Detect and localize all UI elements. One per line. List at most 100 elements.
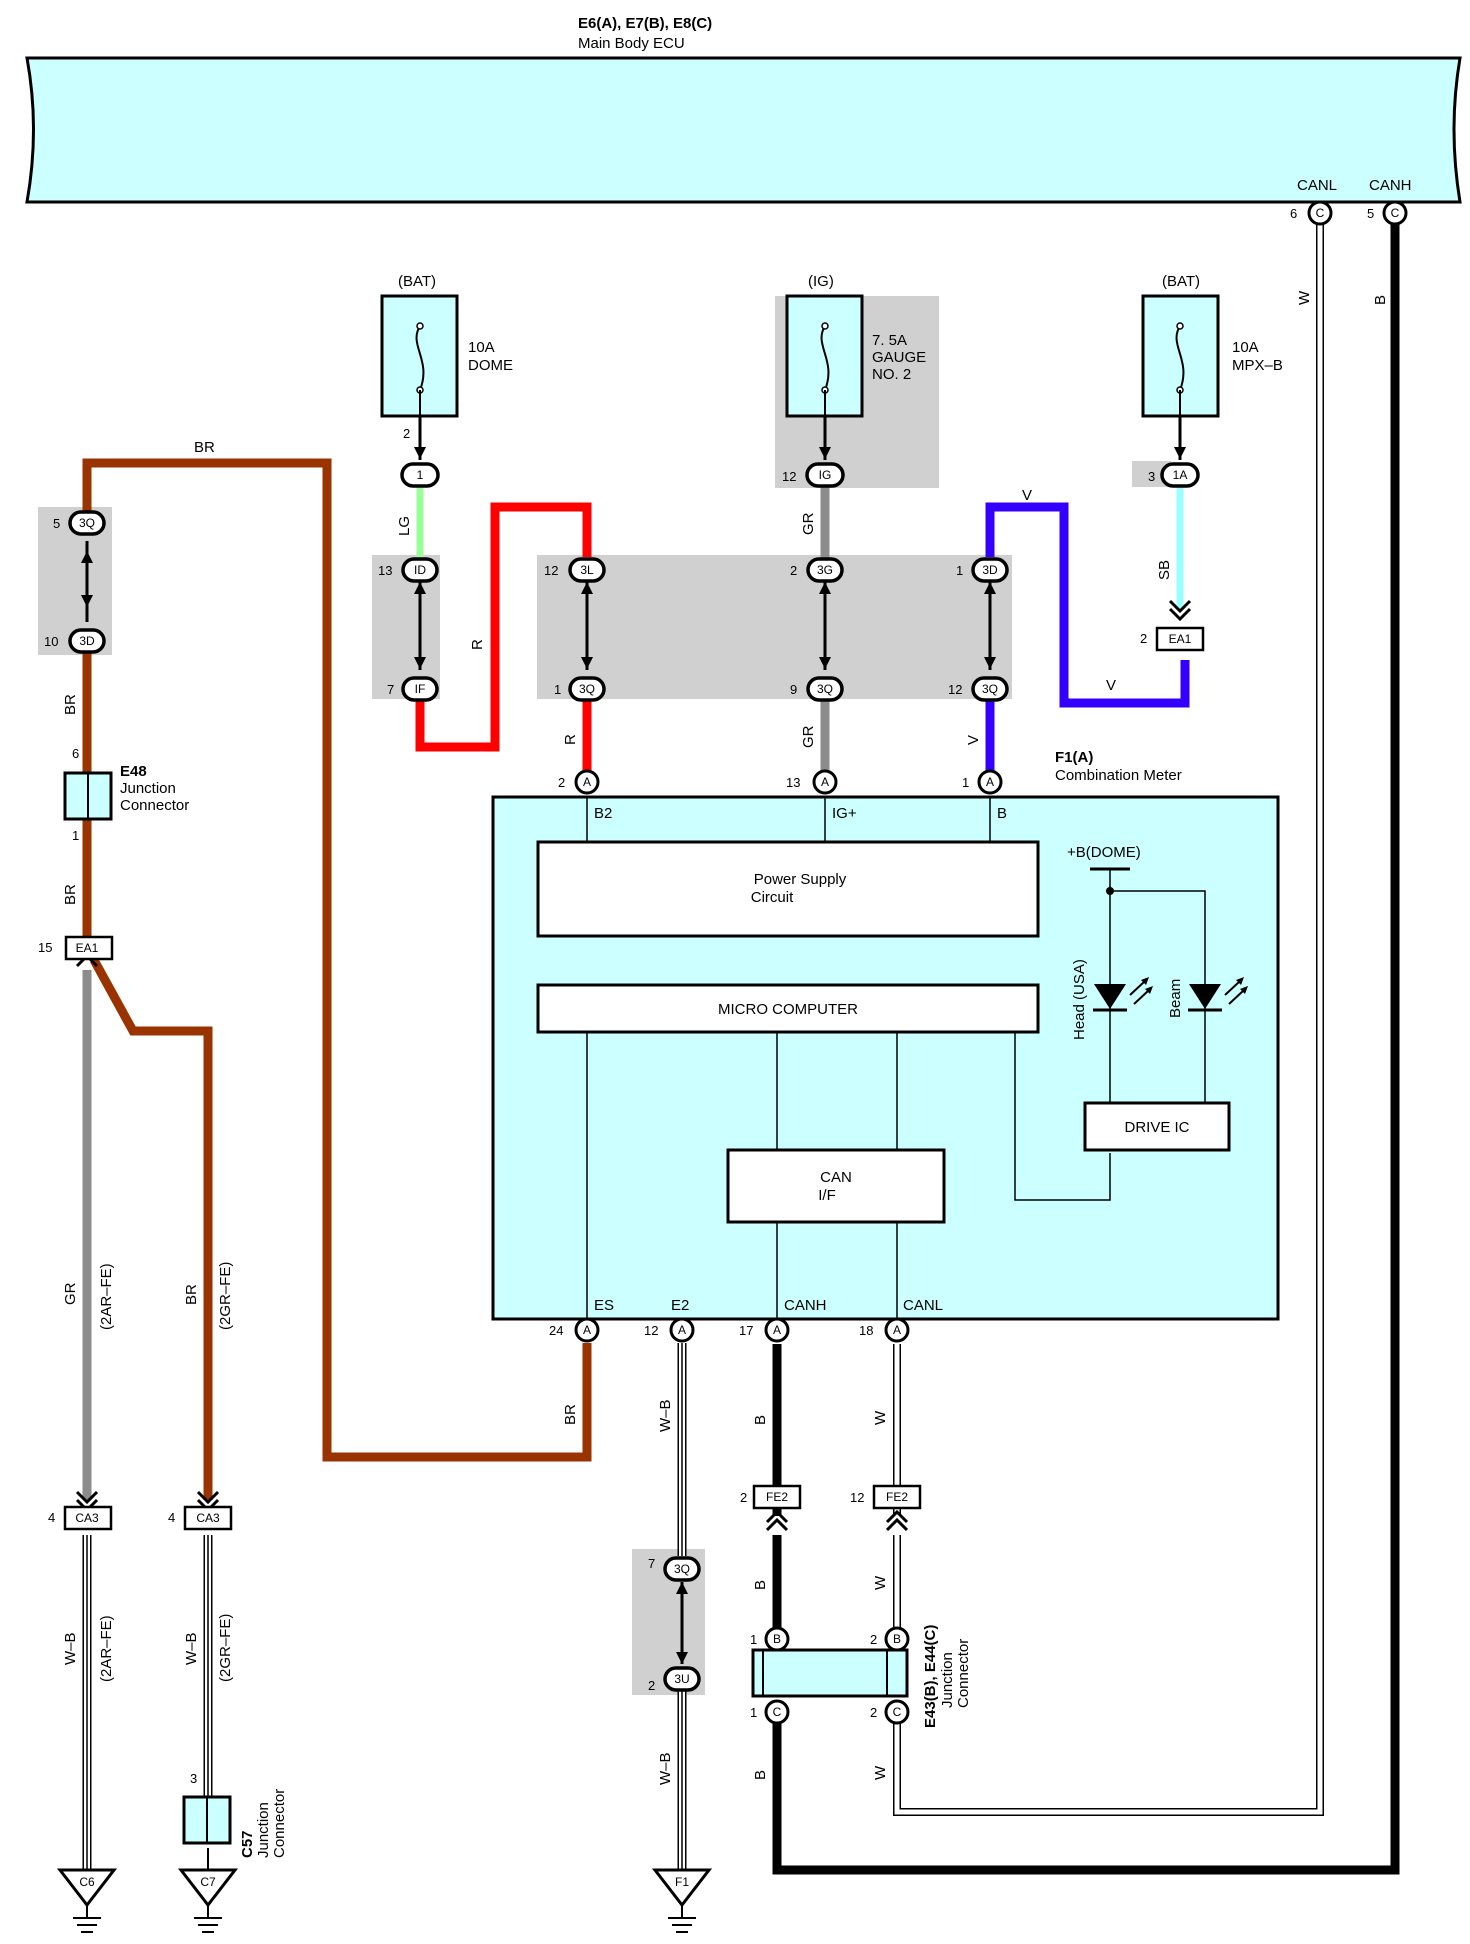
- svg-text:IF: IF: [415, 682, 426, 696]
- svg-text:C6: C6: [79, 1875, 95, 1889]
- label-br-2: BR: [62, 884, 79, 905]
- jb-3g: 2 3G: [790, 557, 844, 583]
- label-br-es: BR: [562, 1404, 579, 1425]
- svg-text:E2: E2: [671, 1297, 689, 1314]
- ecu-name: Main Body ECU: [578, 35, 685, 52]
- svg-text:24: 24: [549, 1323, 563, 1338]
- micro-computer-label: MICRO COMPUTER: [718, 1001, 858, 1018]
- conn-ca3-b: 4 CA3: [168, 1505, 233, 1531]
- svg-text:9: 9: [790, 682, 797, 697]
- e43-name1: Junction: [939, 1652, 956, 1708]
- svg-text:7: 7: [387, 682, 394, 697]
- svg-text:12: 12: [850, 1490, 864, 1505]
- svg-text:FE2: FE2: [766, 1490, 788, 1504]
- conn-fe2-a: 2 FE2: [740, 1484, 802, 1510]
- label-b-canh: B: [1372, 295, 1389, 305]
- svg-text:3Q: 3Q: [79, 516, 95, 530]
- svg-text:2: 2: [790, 563, 797, 578]
- svg-text:3D: 3D: [982, 563, 998, 577]
- svg-text:ID: ID: [414, 563, 426, 577]
- power-supply-label: Power Supply: [754, 871, 847, 888]
- svg-text:3D: 3D: [79, 634, 95, 648]
- fuse-gauge-name2: NO. 2: [872, 366, 911, 383]
- meter-code: F1(A): [1055, 749, 1093, 766]
- label-br-top: BR: [194, 439, 215, 456]
- fuse-dome-rating: 10A: [468, 339, 495, 356]
- svg-text:IG+: IG+: [832, 805, 857, 822]
- fuse-gauge-source: (IG): [808, 273, 834, 290]
- meter-pin-b: 1 A B: [962, 769, 1007, 822]
- can-label2: I/F: [818, 1187, 836, 1204]
- head-led-icon: [1093, 977, 1153, 1012]
- svg-text:B2: B2: [594, 805, 612, 822]
- label-w-2: W: [872, 1575, 889, 1590]
- svg-text:A: A: [678, 1323, 686, 1337]
- svg-text:17: 17: [739, 1323, 753, 1338]
- meter-name: Combination Meter: [1055, 767, 1182, 784]
- dome-label: +B(DOME): [1067, 844, 1141, 861]
- c57-name2: Connector: [271, 1789, 288, 1858]
- svg-text:2: 2: [870, 1632, 877, 1647]
- can-if-block: [726, 1148, 946, 1224]
- jb-3q-12: 12 3Q: [948, 676, 1009, 702]
- ecu-canh-label: CANH: [1369, 177, 1412, 194]
- e48-junction-connector: [63, 771, 113, 821]
- svg-text:C: C: [773, 1705, 782, 1719]
- svg-text:F1: F1: [675, 1875, 689, 1889]
- label-r-2: R: [562, 734, 579, 745]
- conn-fe2-b: 12 FE2: [850, 1484, 922, 1510]
- label-v-3: V: [965, 735, 982, 745]
- svg-text:B: B: [773, 1632, 781, 1646]
- ecu-codes: E6(A), E7(B), E8(C): [578, 15, 712, 32]
- jb-if: 7 IF: [387, 676, 439, 702]
- conn-ea1-right: 2 EA1: [1140, 626, 1205, 652]
- shade-junction-block: [537, 555, 1012, 699]
- e48-code: E48: [120, 763, 147, 780]
- svg-text:3Q: 3Q: [579, 682, 595, 696]
- svg-text:3L: 3L: [580, 563, 594, 577]
- svg-text:1: 1: [554, 682, 561, 697]
- svg-text:3Q: 3Q: [674, 1562, 690, 1576]
- meter-pin-b2: 2 A B2: [558, 769, 612, 822]
- c57-name1: Junction: [255, 1802, 272, 1858]
- fuse-dome-pin: 2: [403, 426, 410, 441]
- label-v-2: V: [1106, 677, 1116, 694]
- svg-text:CA3: CA3: [196, 1511, 220, 1525]
- label-w-1: W: [872, 1410, 889, 1425]
- jb-3d-1: 1 3D: [956, 557, 1009, 583]
- ecu-pin-canh: 5 C: [1367, 200, 1408, 226]
- svg-text:2: 2: [1140, 631, 1147, 646]
- beam-led-icon: [1188, 977, 1248, 1012]
- can-label: CAN: [820, 1169, 852, 1186]
- wire-br-2gr: [90, 957, 213, 1500]
- svg-text:CA3: CA3: [75, 1511, 99, 1525]
- label-br-3: BR: [183, 1284, 200, 1305]
- e48-name1: Junction: [120, 780, 176, 797]
- e43-pin-c2: 2 C: [870, 1699, 910, 1725]
- label-w-canl: W: [1296, 290, 1313, 305]
- label-2gr-1: (2GR–FE): [217, 1262, 234, 1330]
- fuse-mpx-rating: 10A: [1232, 339, 1259, 356]
- svg-text:5: 5: [53, 516, 60, 531]
- fuse-gauge: [785, 294, 864, 418]
- svg-text:C7: C7: [200, 1875, 216, 1889]
- fuse-gauge-name: GAUGE: [872, 349, 926, 366]
- e48-pin-top: 6: [72, 746, 79, 761]
- svg-text:1A: 1A: [1173, 468, 1188, 482]
- label-br-1: BR: [62, 694, 79, 715]
- beam-label: Beam: [1167, 979, 1184, 1018]
- ecu-canl-label: CANL: [1297, 177, 1337, 194]
- svg-text:2: 2: [558, 775, 565, 790]
- svg-text:1: 1: [962, 775, 969, 790]
- svg-text:IG: IG: [819, 468, 832, 482]
- meter-pin-ig: 13 A IG+: [786, 769, 857, 822]
- drive-ic-block: [1083, 1101, 1231, 1152]
- svg-text:2: 2: [648, 1678, 655, 1693]
- label-wb-f1: W–B: [657, 1752, 674, 1785]
- svg-text:3Q: 3Q: [817, 682, 833, 696]
- fuse-dome-source: (BAT): [398, 273, 436, 290]
- svg-text:2: 2: [740, 1490, 747, 1505]
- svg-text:A: A: [893, 1323, 901, 1337]
- wire-v-loop: [985, 502, 1190, 708]
- svg-text:3G: 3G: [817, 563, 833, 577]
